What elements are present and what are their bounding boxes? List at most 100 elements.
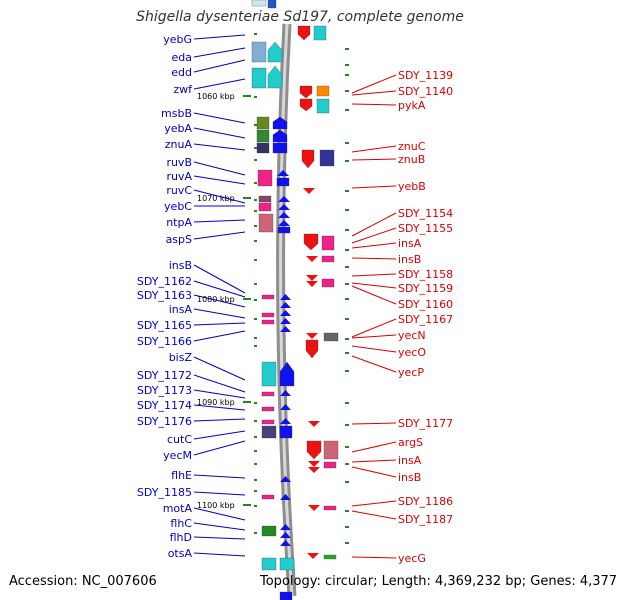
right-gene-labels: SDY_1139SDY_1140pykAznuCznuByebBSDY_1154…	[351, 69, 453, 565]
feature-dot	[254, 402, 257, 404]
gene-box	[256, 129, 270, 143]
feature-dot	[254, 505, 257, 507]
gene-chevron-up	[278, 204, 290, 210]
gene-chevron-up	[280, 302, 291, 308]
gene-label: bisZ	[169, 351, 193, 364]
feature-dot	[254, 463, 257, 465]
feature-dot	[254, 490, 257, 492]
gene-label: SDY_1159	[398, 282, 453, 295]
gene-box	[279, 591, 293, 600]
gene-label: znuA	[165, 138, 193, 151]
gene-arrow-up	[279, 361, 295, 387]
gene-chevron-down	[308, 461, 320, 467]
gene-box	[261, 525, 277, 537]
gene-label: SDY_1174	[137, 399, 192, 412]
gene-label: SDY_1155	[398, 222, 453, 235]
gene-label: SDY_1158	[398, 268, 453, 281]
label-leader-line	[351, 556, 397, 559]
gene-chevron-up	[278, 212, 290, 218]
label-leader-line	[351, 227, 397, 244]
feature-dot	[254, 299, 257, 301]
feature-dots	[254, 33, 349, 544]
gene-box	[261, 319, 275, 325]
gene-label: yebC	[164, 200, 192, 213]
gene-label: yebG	[163, 33, 192, 46]
kbp-label: 1060 kbp	[197, 92, 235, 101]
gene-label: znuC	[398, 140, 426, 153]
gene-label: insA	[169, 303, 193, 316]
gene-label: SDY_1163	[137, 289, 192, 302]
label-leader-line	[351, 318, 397, 338]
gene-features	[251, 0, 339, 600]
gene-label: ruvA	[166, 170, 192, 183]
gene-chevron-up	[280, 532, 291, 538]
gene-label: SDY_1186	[398, 495, 453, 508]
kbp-label: 1070 kbp	[197, 194, 235, 203]
kbp-label: 1080 kbp	[197, 295, 235, 304]
feature-dot	[345, 424, 349, 426]
feature-dot	[345, 463, 349, 465]
feature-dot	[254, 479, 257, 481]
gene-arrow-up	[272, 129, 288, 143]
gene-label: flhE	[171, 469, 192, 482]
gene-box	[321, 255, 335, 263]
gene-chevron-up	[280, 476, 291, 482]
label-leader-line	[193, 491, 246, 496]
gene-label: insA	[398, 237, 422, 250]
label-leader-line	[351, 285, 397, 305]
gene-box	[261, 557, 277, 571]
gene-box	[279, 557, 295, 571]
gene-label: yecG	[398, 552, 426, 565]
feature-dot	[345, 160, 349, 162]
label-leader-line	[193, 330, 246, 342]
label-leader-line	[193, 536, 246, 540]
gene-box	[261, 312, 275, 318]
label-leader-line	[193, 280, 246, 298]
gene-box	[258, 202, 272, 212]
gene-chevron-down	[306, 275, 318, 281]
label-leader-line	[193, 219, 246, 223]
gene-chevron-down	[308, 467, 320, 473]
gene-label: SDY_1140	[398, 85, 453, 98]
feature-dot	[345, 510, 349, 512]
label-leader-line	[193, 143, 246, 151]
label-leader-line	[193, 474, 246, 479]
feature-dot	[254, 147, 257, 149]
gene-box	[256, 142, 270, 154]
gene-label: yecM	[163, 449, 192, 462]
feature-dot	[345, 542, 349, 544]
gene-chevron-up	[280, 294, 291, 300]
gene-box	[258, 195, 272, 203]
gene-box	[323, 554, 337, 560]
gene-label: ruvC	[166, 184, 192, 197]
feature-dot	[254, 210, 257, 212]
gene-chevron-up	[280, 524, 291, 530]
gene-label: yecP	[398, 366, 424, 379]
label-leader-line	[351, 257, 397, 260]
gene-arrow-up	[267, 65, 283, 89]
label-leader-line	[193, 294, 246, 308]
genome-info-text: Topology: circular; Length: 4,369,232 bp…	[260, 574, 617, 589]
kbp-label: 1090 kbp	[197, 398, 235, 407]
label-leader-line	[351, 441, 397, 453]
feature-dot	[345, 209, 349, 211]
gene-chevron-up	[278, 196, 290, 202]
accession-text: Accession: NC_007606	[9, 574, 157, 589]
feature-dot	[254, 225, 257, 227]
gene-label: SDY_1177	[398, 417, 453, 430]
gene-arrow-down	[301, 149, 315, 169]
gene-chevron-up	[280, 494, 291, 500]
label-leader-line	[351, 185, 397, 189]
label-leader-line	[351, 459, 397, 463]
label-leader-line	[193, 322, 246, 326]
label-leader-line	[193, 389, 246, 399]
label-leader-line	[351, 422, 397, 425]
gene-chevron-up	[280, 326, 291, 332]
gene-box	[251, 41, 267, 63]
label-leader-line	[193, 231, 246, 240]
gene-label: zwf	[173, 83, 193, 96]
gene-arrow-down	[305, 339, 319, 359]
label-leader-line	[193, 507, 246, 521]
